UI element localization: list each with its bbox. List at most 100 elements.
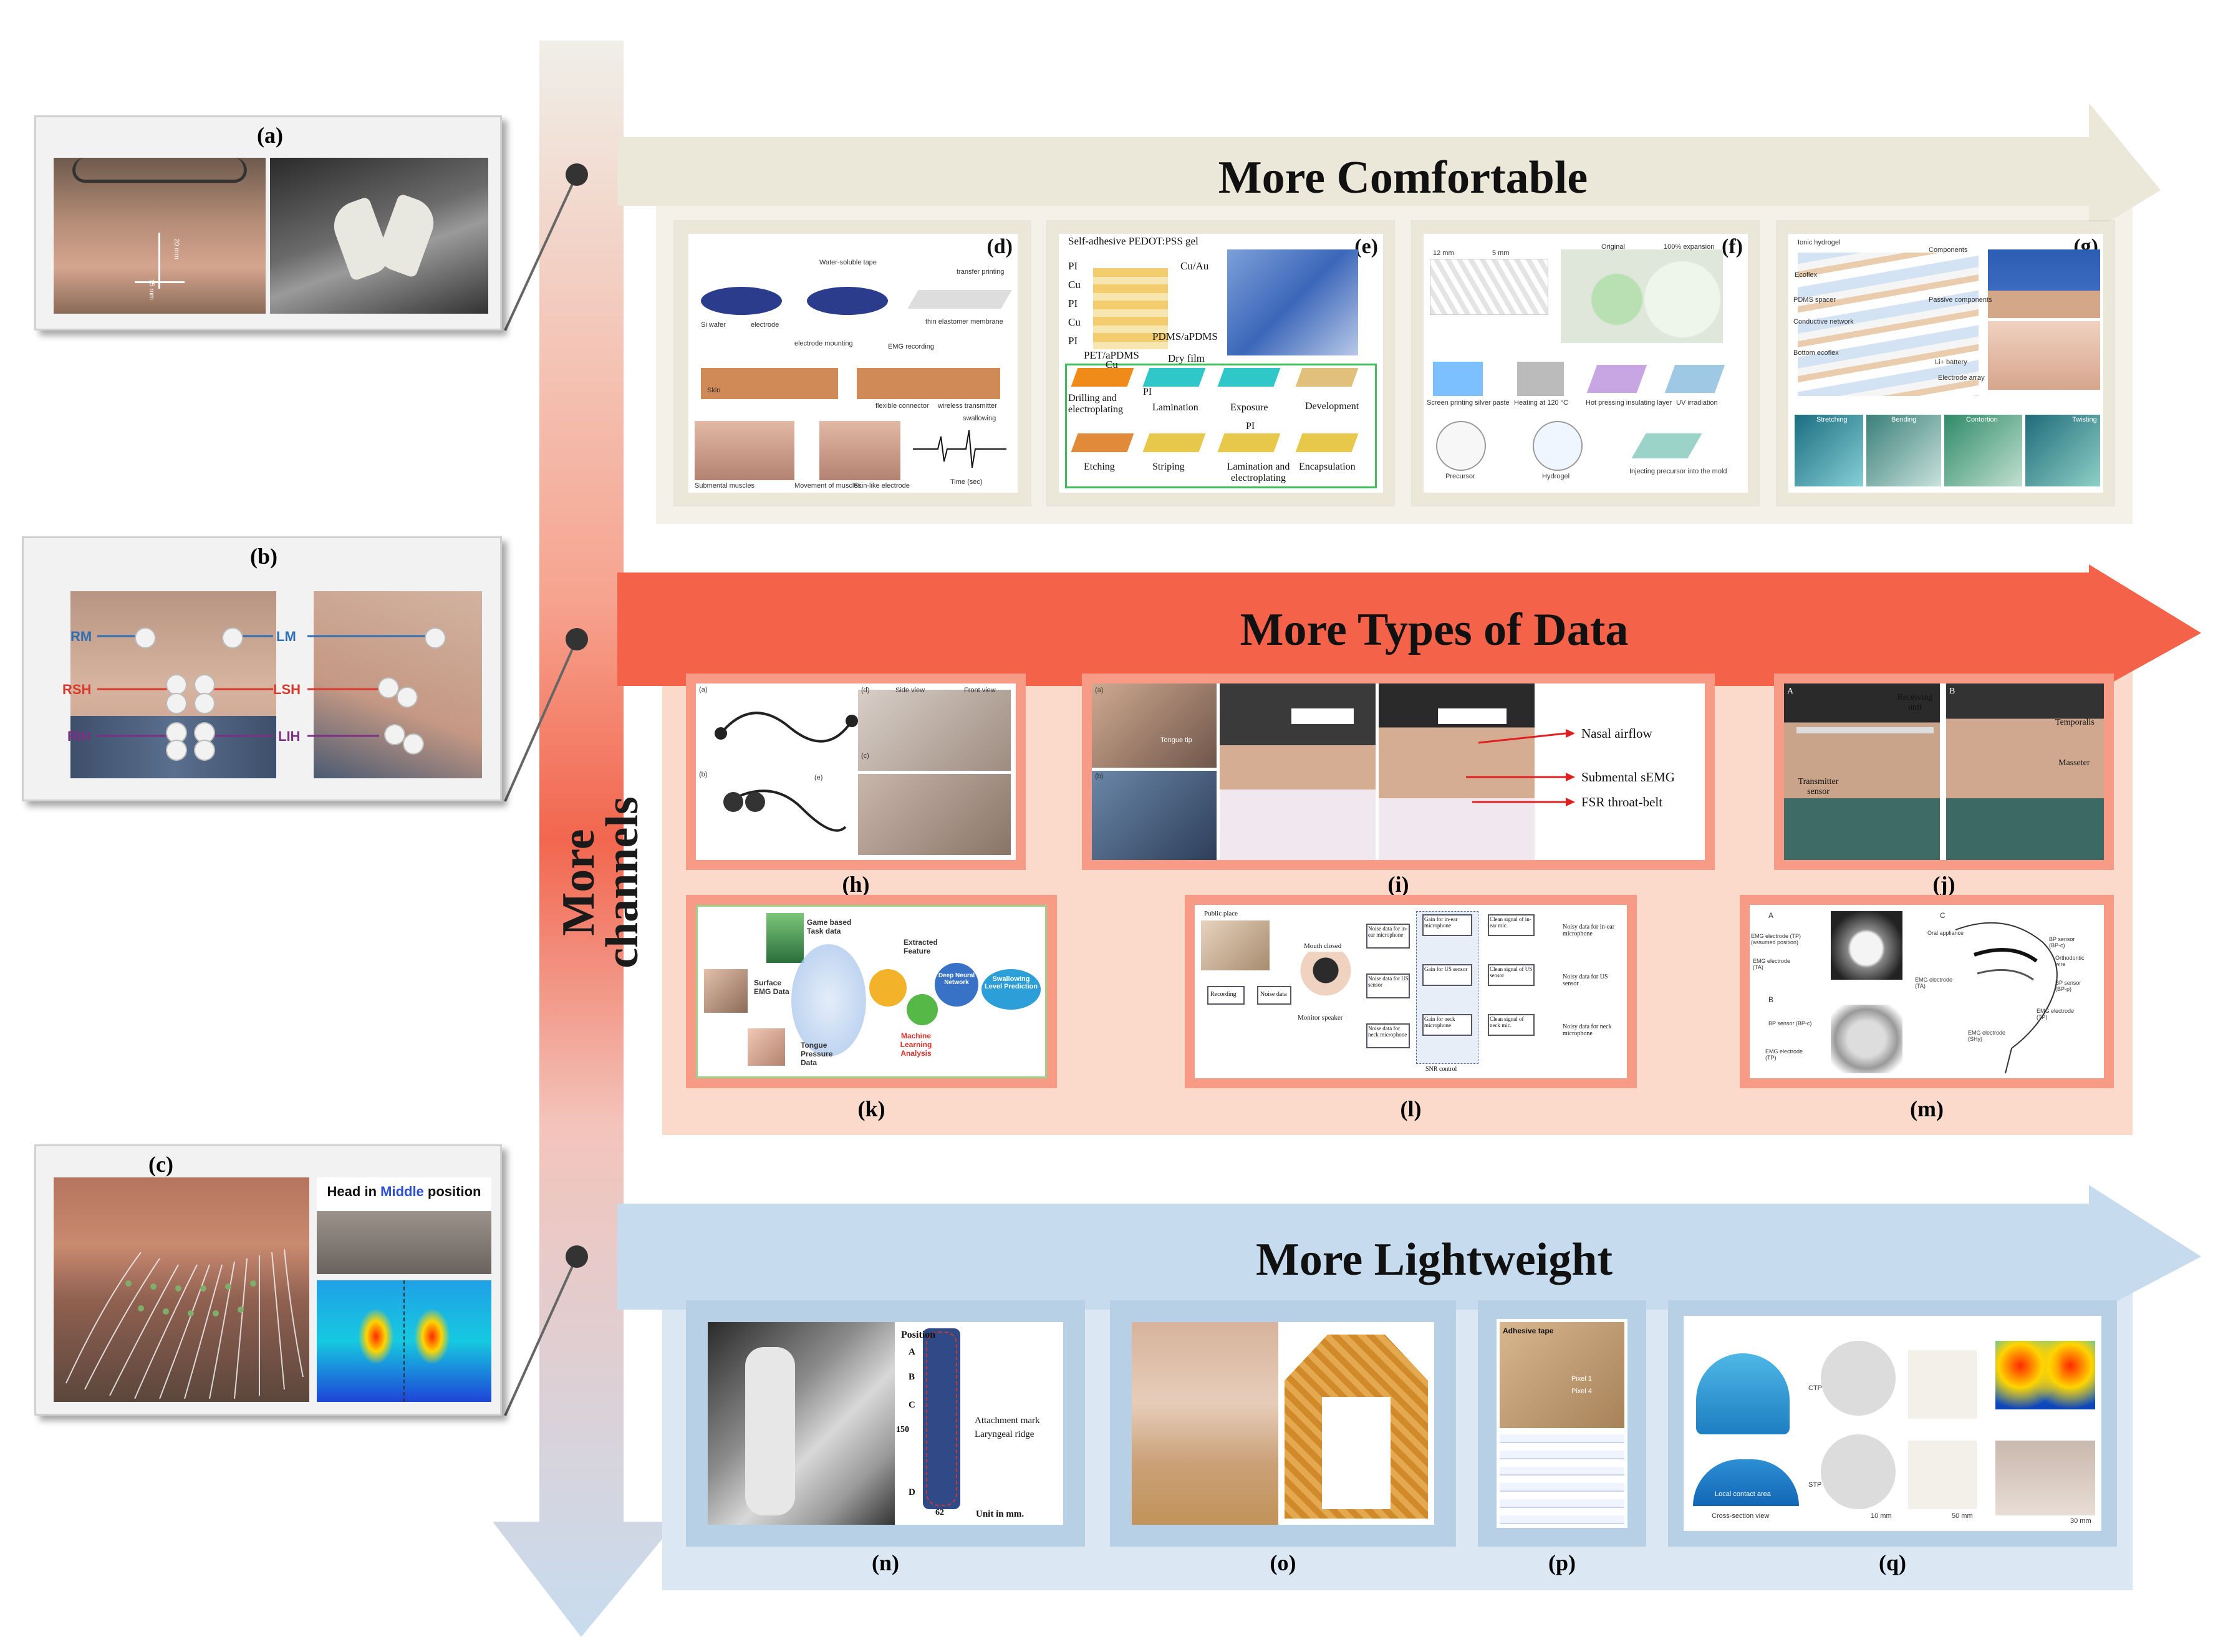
panel-i: (a) (b) Tongue tip Nasal airflow Subment… — [1082, 674, 1715, 870]
panel-g-neck-photo — [1988, 249, 2100, 318]
panel-o-photo-neck — [1132, 1322, 1278, 1525]
panel-h-text: Side view — [895, 687, 925, 694]
panel-g-text: Ionic hydrogel — [1798, 239, 1841, 246]
panel-h-text: (d) — [861, 687, 870, 694]
panel-k-text: Machine Learning Analysis — [900, 1031, 932, 1058]
panel-g-text: Twisting — [2072, 416, 2097, 423]
panel-f-text: Precursor — [1445, 473, 1475, 480]
panel-k-label: (k) — [857, 1096, 885, 1121]
panel-f-text: Injecting precursor into the mold — [1629, 468, 1727, 475]
panel-e-text: Drilling and electroplating — [1068, 393, 1123, 415]
panel-p-text: Pixel 1 — [1571, 1375, 1593, 1383]
panel-q-text: Local contact area — [1715, 1490, 1771, 1498]
panel-i-text: (b) — [1095, 773, 1104, 780]
panel-i-text: (a) — [1095, 687, 1104, 694]
panel-c-photo-neck — [54, 1177, 309, 1402]
panel-d-text: Skin-like electrode — [854, 482, 910, 490]
panel-e-text: PDMS/aPDMS — [1152, 331, 1218, 342]
panel-j-text: Transmitter sensor — [1798, 777, 1839, 796]
panel-d-text: flexible connector — [875, 402, 929, 410]
row1-title: More Comfortable — [1218, 152, 1588, 203]
tag-rsh: RSH — [62, 682, 92, 697]
panel-j-text: Receiving unit — [1897, 693, 1933, 712]
panel-a-photo-chin: 20 mm 15 mm — [54, 158, 266, 314]
panel-g-text: Li+ battery — [1935, 359, 1967, 366]
panel-c: (c) Head in Middle position — [34, 1144, 502, 1416]
panel-d-text: Skin — [707, 387, 721, 394]
panel-i-arrows — [1466, 729, 1575, 806]
panel-m-text: BP sensor (BP-p) — [2055, 980, 2081, 992]
panel-f-text: UV irradiation — [1676, 399, 1718, 407]
panel-a: (a) 20 mm 15 mm — [34, 115, 502, 331]
panel-n-label: (n) — [872, 1550, 899, 1575]
panel-q-dome — [1696, 1353, 1790, 1434]
panel-h-text: Front view — [964, 687, 996, 694]
panel-n-position: D — [909, 1487, 915, 1497]
panel-d-text: EMG recording — [888, 343, 934, 350]
panel-l-text: Gain for neck microphone — [1424, 1016, 1455, 1028]
panel-d-text: wireless transmitter — [938, 402, 997, 410]
panel-e-text: PI — [1246, 421, 1255, 432]
panel-l-text: SNR control — [1425, 1066, 1457, 1073]
panel-c-label: (c) — [148, 1152, 173, 1177]
panel-m-text: B — [1768, 995, 1774, 1004]
panel-f-balloon-photo — [1561, 249, 1723, 343]
panel-g-text: Bending — [1891, 416, 1917, 423]
panel-m-text: EMG electrode (SHy) — [1968, 1030, 2006, 1042]
panel-m-text: BP sensor (BP-c) — [1768, 1020, 1812, 1026]
panel-p-label: (p) — [1548, 1550, 1576, 1575]
panel-m: A B C EMG electrode (TP) (assumed positi… — [1740, 895, 2114, 1088]
panel-m-text: Oral appliance — [1927, 930, 1964, 936]
panel-d-text: Time (sec) — [950, 478, 983, 486]
panel-l: Public place Mouth closed Recording Nois… — [1185, 895, 1637, 1088]
panel-f-text: 5 mm — [1492, 249, 1510, 257]
panel-e-process-box — [1065, 364, 1377, 488]
panel-c-caption-em: Middle — [380, 1184, 424, 1199]
panel-d-text: Si wafer — [701, 321, 726, 329]
panel-i-label: (i) — [1387, 872, 1409, 897]
panel-d-text: electrode mounting — [794, 340, 853, 347]
panel-j-text: A — [1787, 687, 1794, 696]
panel-q-text: 10 mm — [1871, 1512, 1892, 1520]
panel-m-label: (m) — [1910, 1096, 1944, 1121]
panel-c-caption-box: Head in Middle position — [317, 1177, 491, 1274]
panel-g-text: Ecoflex — [1795, 271, 1818, 279]
panel-c-caption-pre: Head in — [327, 1184, 381, 1199]
panel-c-caption-post: position — [423, 1184, 481, 1199]
panel-q-label: (q) — [1879, 1550, 1906, 1575]
panel-e-text: Etching — [1084, 461, 1115, 472]
panel-e-text: Cu — [1068, 316, 1081, 328]
panel-f-text: Heating at 120 °C — [1514, 399, 1568, 407]
panel-c-heatmap — [317, 1280, 491, 1402]
panel-l-text: Public place — [1204, 910, 1238, 917]
panel-j-text: Masseter — [2058, 758, 2090, 768]
panel-d-text: swallowing — [963, 415, 996, 422]
panel-e: (e) Self-adhesive PEDOT:PSS gel PI Cu PI… — [1048, 221, 1394, 505]
panel-g-text: Contortion — [1966, 416, 1998, 423]
panel-k-text: Game based Task data — [807, 918, 852, 935]
panel-m-text: EMG electrode (TA) — [1753, 958, 1791, 970]
panel-l-text: Clean signal of in-ear mic. — [1490, 916, 1531, 929]
panel-e-text: Self-adhesive PEDOT:PSS gel — [1068, 235, 1198, 247]
panel-l-text: Gain for in-ear microphone — [1424, 916, 1458, 929]
panel-m-profile — [1955, 922, 2058, 1074]
panel-o — [1110, 1300, 1456, 1547]
panel-o-label: (o) — [1270, 1550, 1296, 1575]
panel-j: A B Receiving unit Transmitter sensor Te… — [1774, 674, 2114, 870]
panel-a-label: (a) — [257, 123, 283, 148]
panel-f-label: (f) — [1722, 235, 1743, 258]
panel-m-text: A — [1768, 911, 1774, 920]
panel-e-text: PI — [1068, 260, 1078, 272]
panel-p-photo — [1500, 1322, 1624, 1428]
panel-m-text: EMG electrode (TP) — [1765, 1048, 1803, 1061]
panel-n-position: B — [909, 1372, 915, 1382]
panel-m-text: EMG electrode (TP) — [2037, 1008, 2075, 1020]
panel-b: (b) RM RSH RIH LM LSH LIH — [22, 536, 502, 801]
panel-n: Position A B C D 150 62 Attachment mark … — [686, 1300, 1085, 1547]
panel-g-text: Bottom ecoflex — [1793, 349, 1839, 357]
panel-k-text: Tongue Pressure Data — [801, 1041, 833, 1067]
panel-l-text: Clean signal of US sensor — [1490, 966, 1533, 978]
panel-f-text: Hydrogel — [1542, 473, 1570, 480]
panel-j-text: B — [1949, 687, 1955, 696]
panel-k-text: Deep Neural Network — [938, 972, 975, 986]
